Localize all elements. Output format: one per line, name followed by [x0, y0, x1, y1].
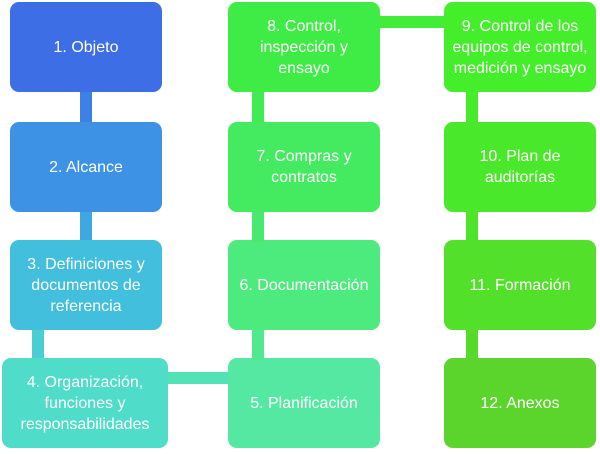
- connector-10-11: [466, 212, 478, 242]
- connector-2-3: [80, 212, 92, 242]
- step-2-box: 2. Alcance: [10, 122, 162, 212]
- step-8-box: 8. Control, inspección y ensayo: [228, 2, 380, 92]
- connector-5-6: [252, 330, 264, 360]
- step-12-box: 12. Anexos: [444, 358, 596, 448]
- step-9-box: 9. Control de los equipos de control, me…: [444, 2, 596, 92]
- connector-11-12: [466, 330, 478, 360]
- step-4-box: 4. Organización, funciones y responsabil…: [2, 358, 168, 448]
- step-7-box: 7. Compras y contratos: [228, 122, 380, 212]
- step-10-box: 10. Plan de auditorías: [444, 122, 596, 212]
- connector-9-10: [466, 92, 478, 122]
- connector-4-5: [168, 372, 228, 384]
- connector-7-8: [252, 92, 264, 122]
- connector-3-4: [32, 330, 44, 360]
- step-5-box: 5. Planificación: [228, 358, 380, 448]
- step-6-box: 6. Documentación: [228, 240, 380, 330]
- connector-6-7: [252, 212, 264, 242]
- step-11-box: 11. Formación: [444, 240, 596, 330]
- step-1-box: 1. Objeto: [10, 2, 162, 92]
- step-3-box: 3. Definiciones y documentos de referenc…: [10, 240, 162, 330]
- connector-8-9: [380, 16, 444, 28]
- connector-1-2: [80, 92, 92, 122]
